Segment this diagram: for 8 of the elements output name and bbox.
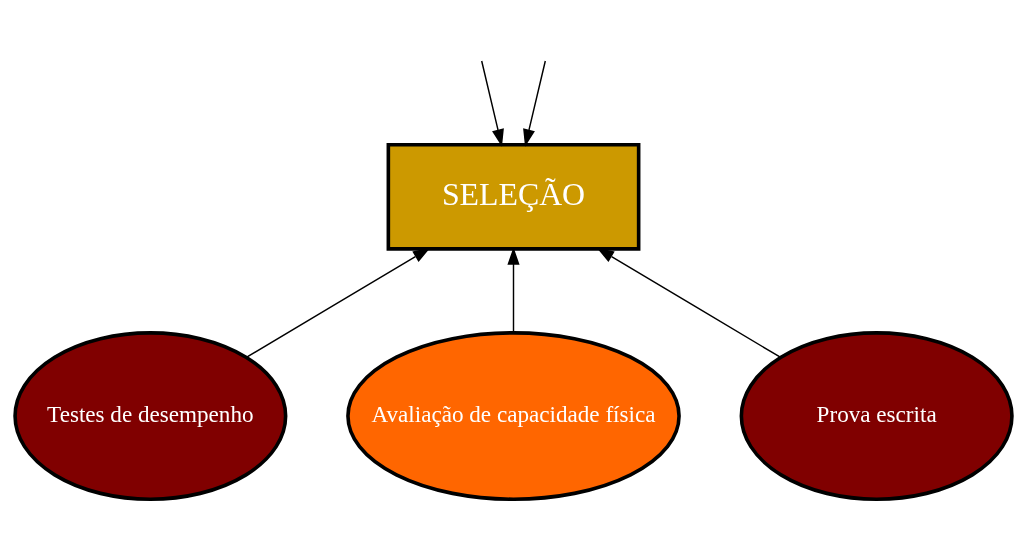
arrow bbox=[596, 247, 781, 358]
arrow bbox=[522, 59, 546, 147]
node-ellipse: Prova escrita bbox=[739, 330, 1014, 501]
node-ellipse: Avaliação de capacidade física bbox=[345, 330, 681, 501]
arrow bbox=[245, 247, 430, 358]
arrow bbox=[480, 59, 504, 147]
node-box: SELEÇÃO bbox=[386, 142, 640, 251]
node-ellipse: Testes de desempenho bbox=[12, 330, 287, 501]
